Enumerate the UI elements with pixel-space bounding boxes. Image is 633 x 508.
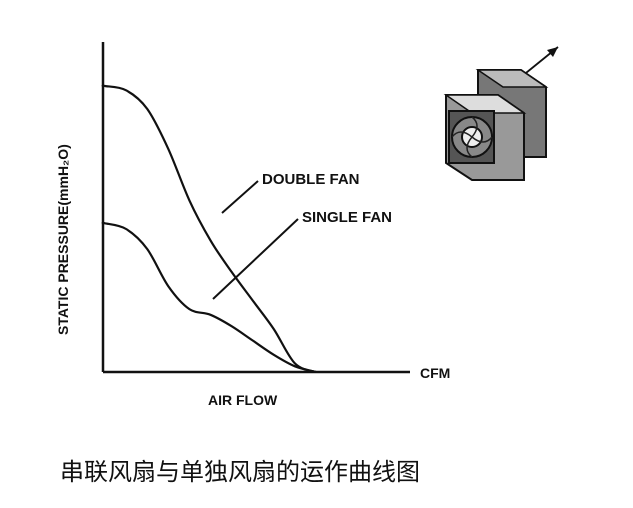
series-label-single-fan: SINGLE FAN (302, 209, 392, 226)
double-fan-leader (221, 180, 259, 214)
single-fan-leader (212, 218, 299, 300)
dual-fan-stack-icon (443, 46, 559, 181)
series-layer (101, 84, 317, 374)
series-line-double-fan (101, 84, 317, 374)
x-axis-unit: CFM (420, 365, 450, 381)
series-label-double-fan: DOUBLE FAN (262, 171, 360, 188)
x-axis-label: AIR FLOW (208, 392, 278, 408)
y-axis-label: STATIC PRESSURE(mmH₂O) (55, 144, 71, 335)
figure-caption: 串联风扇与单独风扇的运作曲线图 (60, 458, 420, 486)
series-line-single-fan (101, 221, 317, 374)
